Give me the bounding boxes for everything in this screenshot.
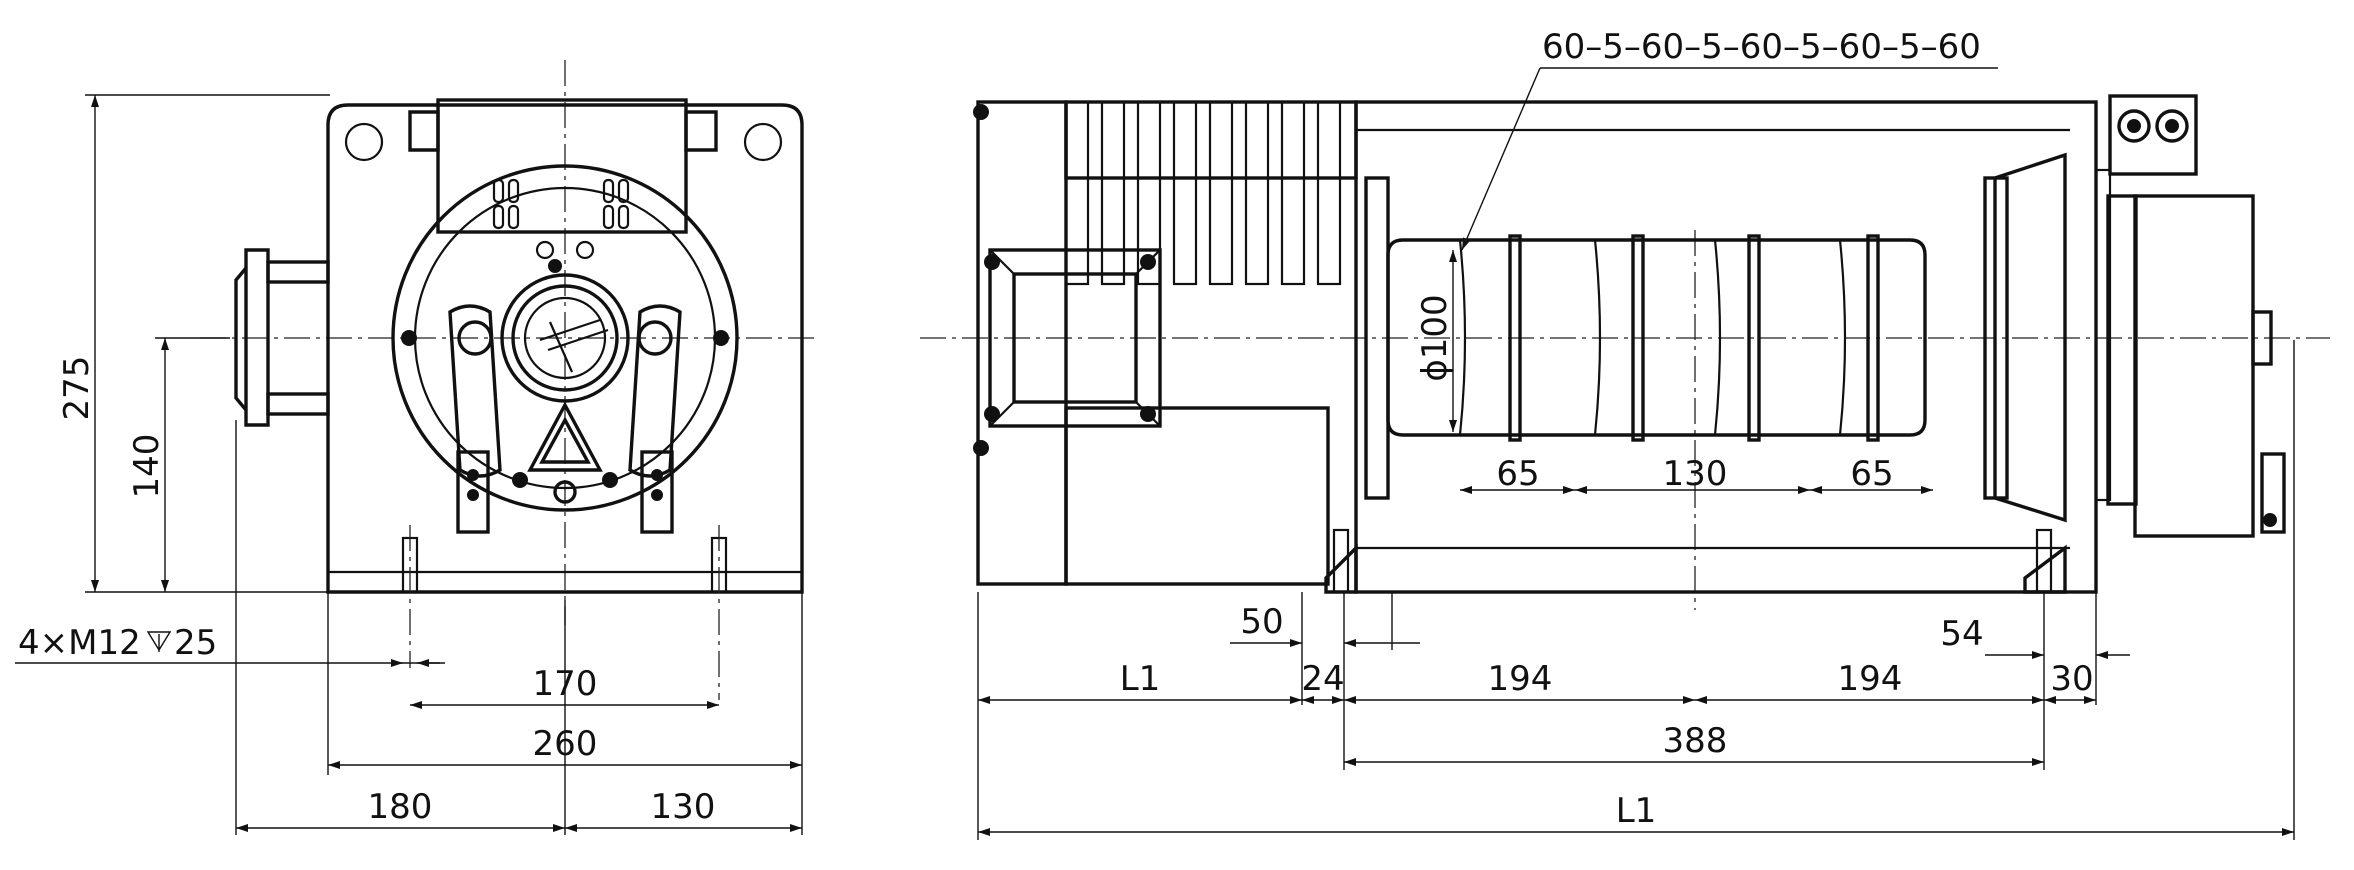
side-foot-stud-left [1332,528,1350,594]
side-drum-ring [1747,234,1761,442]
front-mount-stud-right [710,525,728,700]
depth-symbol-icon [146,631,172,652]
front-mount-stud-left [401,525,419,668]
side-motor-corner-bolt [973,440,989,456]
dim-130-label: 130 [651,787,716,827]
drum-diameter-label: ϕ100 [1415,294,1455,381]
thread-note-label: 4×M12 [18,623,141,663]
front-brake-pivot-left [457,320,493,356]
front-body-outline [326,103,804,594]
front-top-lug-right [684,110,718,152]
side-drum-ring [1866,234,1880,442]
dim-180-label: 180 [368,787,433,827]
dim-140-label: 140 [127,434,167,499]
side-flange-bolt [984,406,1000,422]
front-brake-clamp-left [456,450,490,534]
front-shaft [523,296,607,380]
dim-260-label: 260 [533,724,598,764]
dim-24-label: 24 [1301,659,1344,699]
front-shaft-key [539,318,609,373]
front-triangle-inner [539,416,591,464]
side-cooling-fins [1064,100,1342,286]
front-left-flange-cap [234,266,248,412]
front-brake-pivot-right [637,320,673,356]
side-motor-end-block [976,100,1068,586]
front-top-box-slots [492,178,630,230]
front-motor-housing [391,164,739,512]
front-lever-bottom-pin [553,480,577,504]
front-housing-bolt-left [401,330,417,346]
front-view: 275 140 4×M12 25 170 260 180 130 [15,60,820,835]
thread-depth-label: 25 [174,623,217,663]
side-cable-gland-2 [2155,109,2189,143]
side-flange-bolt [984,254,1000,270]
front-left-boss-upper [266,260,330,284]
side-square-flange-inner [1012,272,1138,404]
front-lever-bolt [602,472,618,488]
side-junction-box [2108,94,2198,176]
dim-65-left-label: 65 [1496,454,1539,494]
dim-54-label: 54 [1940,614,1983,654]
dim-194-left-label: 194 [1488,659,1553,699]
front-small-hole [535,240,555,260]
side-drum-grooves [1458,239,1847,436]
side-brake-disc [2106,194,2138,506]
front-top-box [436,98,688,234]
side-drum-end-cone [1993,152,2067,523]
side-brake-housing [2133,194,2255,538]
front-triangle-lever [527,401,603,472]
side-right-coupling [2094,168,2112,502]
front-clamp-bolt [467,489,479,501]
dim-65-right-label: 65 [1850,454,1893,494]
side-brake-lever [2251,310,2273,366]
side-foot-right [2023,544,2067,594]
side-brake-bracket [2260,452,2286,534]
front-clamp-bolt [651,489,663,501]
front-clamp-bolt [467,469,479,481]
groove-spec-label: 60–5–60–5–60–5–60–5–60 [1542,27,1981,67]
side-foot-left [1324,543,1358,594]
dim-388-label: 388 [1663,721,1728,761]
front-brake-arm-right [628,304,682,478]
dim-170-label: 170 [533,664,598,704]
dim-L1-total-label: L1 [1616,791,1657,831]
front-small-hole [575,240,595,260]
side-flange-bolt [1140,254,1156,270]
front-mount-hole-right [743,122,783,162]
dim-275-label: 275 [57,356,97,421]
dim-30-label: 30 [2050,659,2093,699]
side-lower-housing [1064,406,1330,586]
dim-50-label: 50 [1240,602,1283,642]
side-cable-gland-1 [2117,109,2151,143]
dim-130-side-label: 130 [1663,454,1728,494]
side-flange-bolt [1140,406,1156,422]
side-square-flange [988,248,1162,428]
side-drum-ring [1508,234,1522,442]
dim-L1-left-label: L1 [1120,659,1161,699]
side-winch-drum [1386,238,1927,437]
front-shaft-hub-inner [511,284,619,392]
front-small-pin [548,259,562,273]
side-view: 60–5–60–5–60–5–60–5–60 ϕ100 65 130 65 50… [920,27,2330,840]
front-mount-hole-left [344,122,384,162]
front-lever-bolt [512,472,528,488]
front-left-boss-lower [266,392,330,416]
front-top-lug-left [408,110,440,152]
side-motor-corner-bolt [973,104,989,120]
front-housing-bolt-right [713,330,729,346]
side-drum-ring [1631,234,1645,442]
front-left-flange [244,248,270,427]
dim-194-right-label: 194 [1838,659,1903,699]
front-clamp-bolt [651,469,663,481]
front-brake-clamp-right [640,450,674,534]
front-shaft-hub-outer [500,273,630,403]
